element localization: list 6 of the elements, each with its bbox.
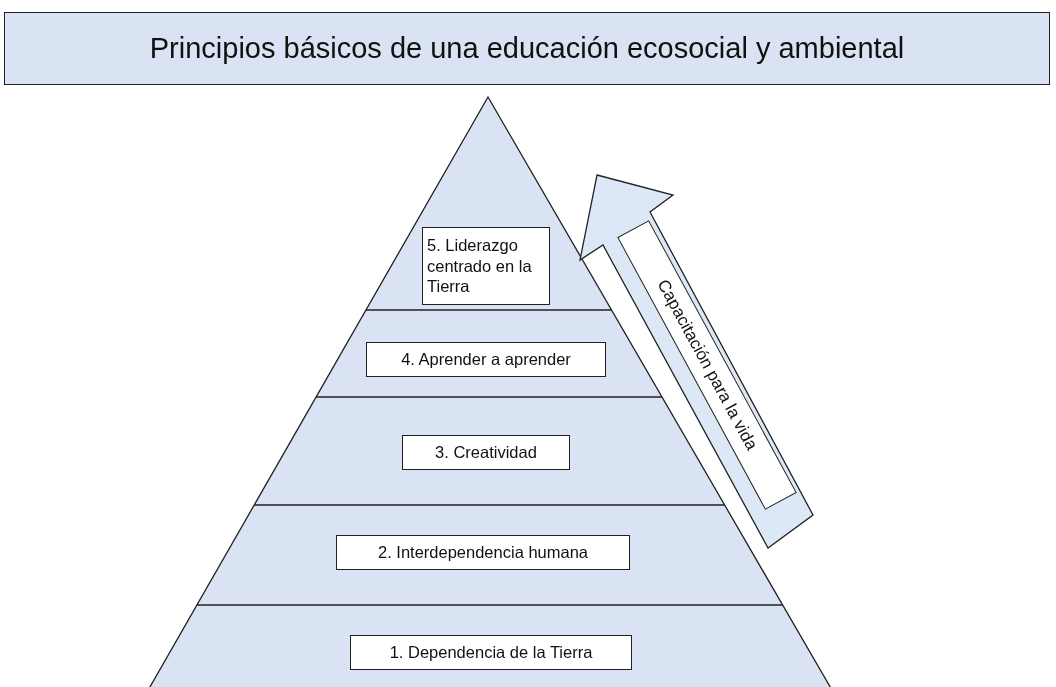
label-box: 5. Liderazgo centrado en la Tierra <box>422 227 550 305</box>
label-box: 4. Aprender a aprender <box>366 342 606 377</box>
label-box: 1. Dependencia de la Tierra <box>350 635 632 670</box>
label-box: 3. Creatividad <box>402 435 570 470</box>
label-box: 2. Interdependencia humana <box>336 535 630 570</box>
title-banner: Principios básicos de una educación ecosocial y ambiental <box>4 12 1050 85</box>
